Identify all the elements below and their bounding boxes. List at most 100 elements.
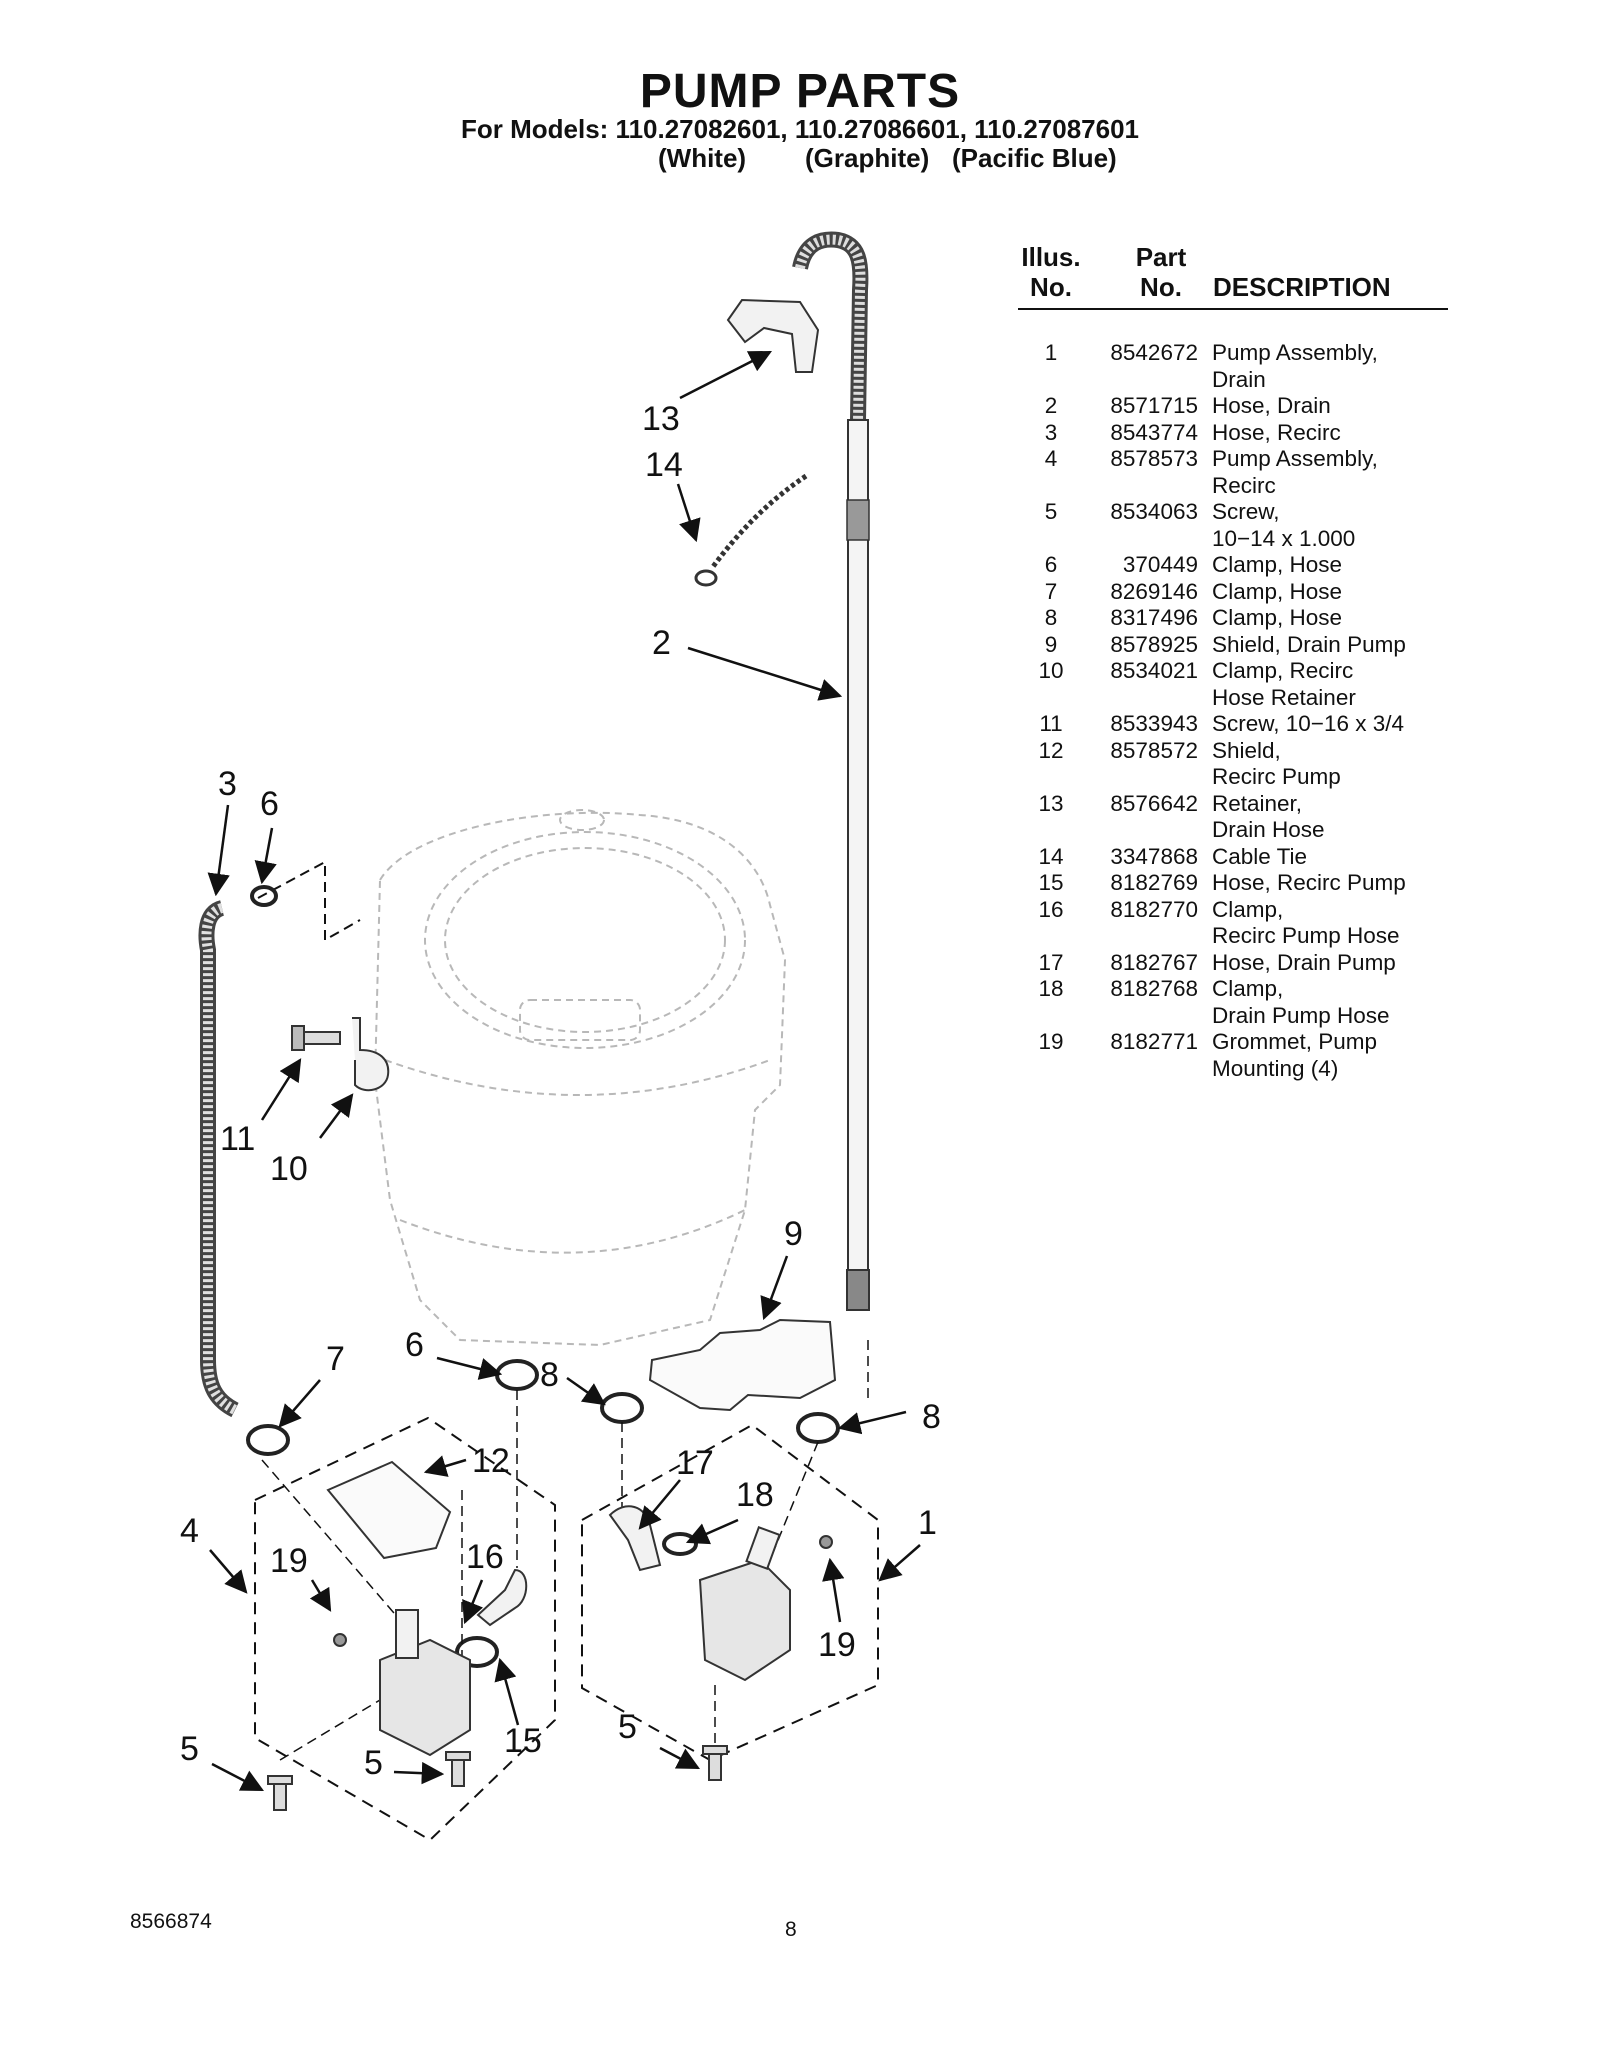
row-illus-no: 17 — [1038, 949, 1064, 975]
row-illus-no: 12 — [1038, 737, 1064, 763]
table-row: 10 8534021 Clamp, Recirc Hose Retainer — [1018, 658, 1448, 711]
callout-8-mid: 8 — [540, 1356, 559, 1394]
callout-6-mid: 6 — [405, 1326, 424, 1364]
row-part-no: 8182771 — [1110, 1029, 1198, 1054]
row-part-no: 8534021 — [1110, 658, 1198, 683]
drain-pump-assembly — [608, 1505, 833, 1682]
row-illus-no: 15 — [1038, 870, 1064, 895]
row-illus-no: 13 — [1038, 790, 1064, 816]
callout-14: 14 — [645, 446, 683, 484]
drain-hose-retainer — [726, 298, 820, 373]
table-row: 18 8182768 Clamp, Drain Pump Hose — [1018, 976, 1448, 1029]
row-description: Clamp, Drain Pump Hose — [1212, 976, 1390, 1028]
callout-16: 16 — [466, 1538, 504, 1576]
row-illus-no: 2 — [1044, 393, 1058, 418]
row-description: Cable Tie — [1212, 843, 1308, 869]
row-part-no: 370449 — [1122, 552, 1198, 577]
row-description: Hose, Recirc Pump — [1212, 870, 1406, 895]
callout-13: 13 — [642, 400, 680, 438]
row-description: Clamp, Recirc Pump Hose — [1212, 896, 1400, 949]
row-part-no: 8182768 — [1110, 976, 1198, 1001]
alignment-lines — [261, 1340, 869, 1765]
row-illus-no: 3 — [1044, 419, 1058, 445]
row-description: Pump Assembly, Drain — [1212, 340, 1378, 392]
models-line: For Models: 110.27082601, 110.27086601, … — [461, 114, 1139, 144]
row-part-no: 8182767 — [1110, 949, 1198, 975]
row-part-no: 8269146 — [1110, 578, 1198, 604]
table-row: 17 8182767 Hose, Drain Pump — [1018, 950, 1448, 977]
callout-1: 1 — [918, 1504, 937, 1542]
hose-clamps — [246, 885, 840, 1668]
drain-pump-shield — [648, 1318, 837, 1412]
recirc-hose-retainer-clamp — [352, 1017, 390, 1092]
row-illus-no: 7 — [1044, 578, 1058, 604]
table-row: 12 8578572 Shield, Recirc Pump — [1018, 738, 1448, 791]
page-title: PUMP PARTS — [639, 65, 961, 118]
callout-19-right: 19 — [818, 1626, 856, 1664]
table-row: 15 8182769 Hose, Recirc Pump — [1018, 870, 1448, 897]
row-illus-no: 18 — [1038, 976, 1064, 1001]
row-description: Clamp, Recirc Hose Retainer — [1212, 658, 1356, 710]
recirc-hose — [198, 900, 239, 1418]
row-illus-no: 6 — [1044, 552, 1058, 577]
drain-hose — [792, 231, 870, 1311]
row-illus-no: 4 — [1044, 446, 1058, 471]
color-pacific-blue: (Pacific Blue) — [952, 143, 1117, 173]
callout-10: 10 — [270, 1150, 308, 1188]
callout-5-right: 5 — [618, 1708, 637, 1746]
row-description: Hose, Recirc — [1212, 419, 1341, 445]
callout-12: 12 — [472, 1442, 510, 1480]
row-part-no: 8182769 — [1110, 870, 1198, 895]
row-description: Hose, Drain — [1212, 393, 1331, 418]
callout-3: 3 — [218, 765, 237, 803]
callout-17: 17 — [676, 1444, 714, 1482]
row-description: Pump Assembly, Recirc — [1212, 446, 1378, 498]
callout-19-left: 19 — [270, 1542, 308, 1580]
callout-labels: 13 14 2 3 6 11 10 9 7 6 8 8 12 17 18 4 1… — [180, 400, 941, 1782]
row-description: Screw, 10−14 x 1.000 — [1212, 499, 1356, 551]
color-graphite: (Graphite) — [805, 143, 930, 173]
table-row: 6 370449 Clamp, Hose — [1018, 552, 1448, 579]
callout-4: 4 — [180, 1512, 199, 1550]
recirc-pump-assembly — [333, 1568, 528, 1757]
row-illus-no: 9 — [1044, 631, 1058, 657]
row-illus-no: 1 — [1044, 340, 1058, 365]
row-description: Hose, Drain Pump — [1212, 949, 1396, 975]
row-part-no: 8578572 — [1110, 737, 1198, 763]
row-illus-no: 11 — [1039, 711, 1063, 736]
row-part-no: 8182770 — [1110, 896, 1198, 922]
row-description: Shield, Recirc Pump — [1212, 737, 1341, 790]
page-number: 8 — [785, 1918, 797, 1941]
assembly-outlines — [254, 1416, 879, 1842]
row-description: Shield, Drain Pump — [1212, 631, 1406, 657]
callout-11: 11 — [220, 1120, 255, 1158]
row-description: Clamp, Hose — [1212, 552, 1343, 577]
callout-leaders — [207, 350, 921, 1792]
mounting-screws — [267, 1745, 728, 1811]
callout-5-left: 5 — [180, 1730, 199, 1768]
row-illus-no: 8 — [1044, 605, 1058, 630]
row-part-no: 8542672 — [1110, 340, 1198, 365]
washer-tub — [373, 809, 787, 1347]
row-illus-no: 10 — [1038, 658, 1064, 683]
row-description: Clamp, Hose — [1212, 578, 1343, 604]
callout-8-right: 8 — [922, 1398, 941, 1436]
callout-9: 9 — [784, 1215, 803, 1253]
callout-6-top: 6 — [260, 785, 279, 823]
recirc-pump-shield — [326, 1460, 452, 1560]
row-illus-no: 16 — [1038, 896, 1064, 922]
callout-5-mid: 5 — [364, 1744, 383, 1782]
row-illus-no: 19 — [1038, 1029, 1064, 1054]
